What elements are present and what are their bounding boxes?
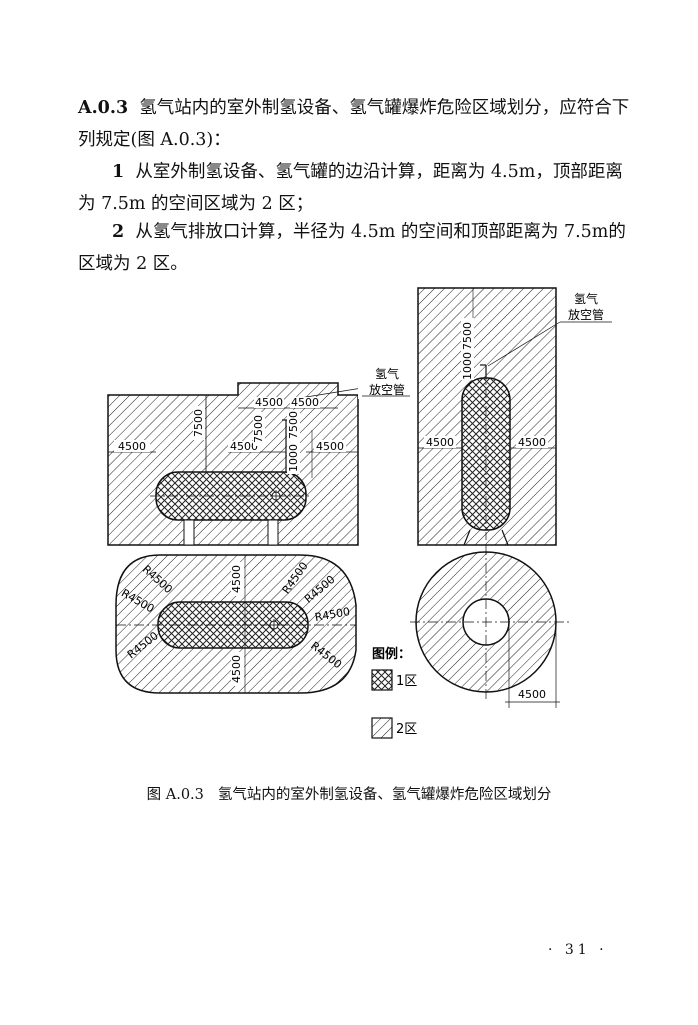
item-number: 2	[112, 222, 125, 242]
dim-label: 4500	[291, 396, 319, 409]
dim-label: 4500	[230, 655, 243, 683]
dim-label: 7500	[461, 322, 474, 350]
list-item: 1 从室外制氢设备、氢气罐的边沿计算，距离为 4.5m，顶部距离为 7.5m 的…	[78, 156, 638, 220]
dim-label: 4500	[230, 440, 258, 453]
section-heading: A.0.3 氢气站内的室外制氢设备、氢气罐爆炸危险区域划分，应符合下列规定(图 …	[78, 92, 638, 156]
dim-label: 7500	[192, 409, 205, 437]
vent-pipe-label: 放空管	[568, 307, 604, 322]
item-text: 从室外制氢设备、氢气罐的边沿计算，距离为 4.5m，顶部距离为 7.5m 的空间…	[78, 162, 623, 214]
legend-zone2-swatch	[371, 717, 393, 739]
dim-label: 4500	[316, 440, 344, 453]
legend-zone1-label: 1区	[396, 674, 417, 689]
dim-label: 7500	[252, 415, 265, 443]
figure-caption: 图 A.0.3 氢气站内的室外制氢设备、氢气罐爆炸危险区域划分	[0, 783, 698, 804]
section-number: A.0.3	[78, 98, 129, 118]
item-text: 从氢气排放口计算，半径为 4.5m 的空间和顶部距离为 7.5m的区域为 2 区…	[78, 222, 626, 274]
horizontal-equipment-plan: 4500 4500 R4500 R4500 R4500 R4500 R4500 …	[115, 554, 357, 694]
caption-number: 图 A.0.3	[146, 787, 204, 803]
zone-diagram: 4500 4500 4500 4500 4500 7500 7500 7500 …	[107, 287, 614, 739]
dim-label: 4500	[518, 688, 546, 701]
legend-title: 图例：	[372, 646, 411, 662]
caption-text: 氢气站内的室外制氢设备、氢气罐爆炸危险区域划分	[217, 787, 552, 803]
dim-label: 4500	[426, 436, 454, 449]
dim-label: 4500	[255, 396, 283, 409]
dim-label: 1000	[461, 352, 474, 380]
page-number: · 31 ·	[548, 942, 608, 958]
dim-label: 4500	[230, 565, 243, 593]
vertical-tank-elevation: 7500 1000 4500 4500 氢气 放空管	[417, 287, 614, 546]
section-heading-text: 氢气站内的室外制氢设备、氢气罐爆炸危险区域划分，应符合下列规定(图 A.0.3)…	[78, 98, 630, 150]
vent-pipe-label: 氢气	[574, 291, 598, 306]
dim-label: 4500	[518, 436, 546, 449]
dim-label: 1000	[287, 444, 300, 472]
legend-zone1-swatch	[371, 669, 393, 691]
list-item: 2 从氢气排放口计算，半径为 4.5m 的空间和顶部距离为 7.5m的区域为 2…	[78, 216, 638, 280]
vertical-tank-plan: 4500	[410, 545, 570, 708]
dim-label: 7500	[287, 411, 300, 439]
dim-label: 4500	[118, 440, 146, 453]
horizontal-equipment-elevation: 4500 4500 4500 4500 4500 7500 7500 7500 …	[107, 365, 412, 546]
legend: 图例： 1区 2区	[371, 646, 417, 739]
legend-zone2-label: 2区	[396, 722, 417, 737]
item-number: 1	[112, 162, 125, 182]
vent-pipe-label: 氢气	[375, 366, 399, 381]
dim-label: R4500	[314, 605, 351, 624]
vent-pipe-label: 放空管	[369, 382, 405, 397]
